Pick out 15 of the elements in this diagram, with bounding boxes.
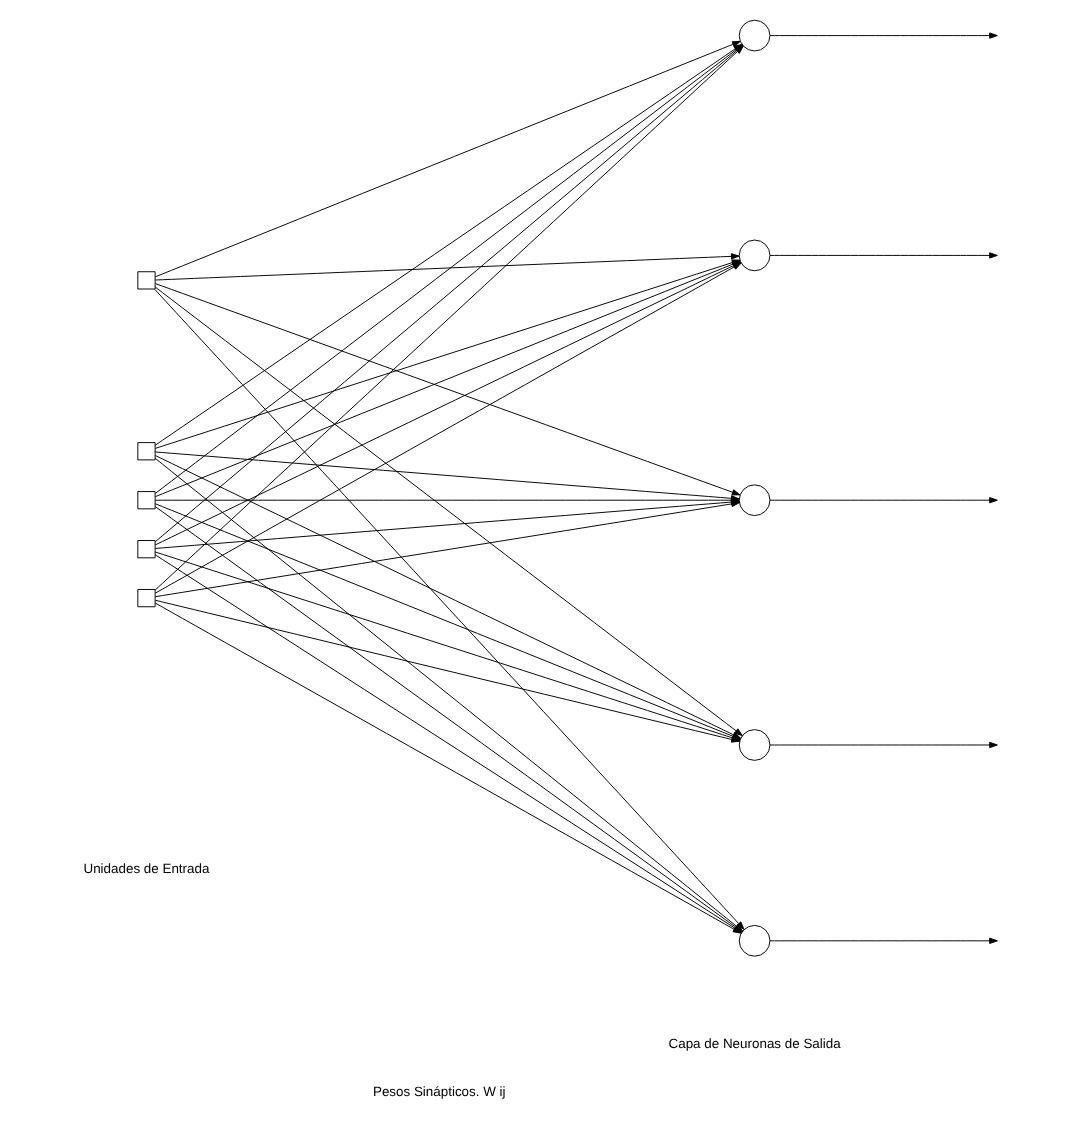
node-circle bbox=[738, 484, 771, 517]
node-box bbox=[137, 271, 156, 290]
arrow bbox=[769, 32, 998, 39]
node-box bbox=[137, 442, 156, 461]
node-box bbox=[137, 589, 156, 608]
node-box bbox=[137, 540, 156, 559]
node-circle bbox=[738, 729, 771, 761]
node-box bbox=[137, 491, 156, 510]
arrow bbox=[769, 741, 998, 749]
arrow bbox=[769, 252, 998, 259]
node-circle bbox=[738, 19, 771, 52]
node-circle bbox=[738, 239, 771, 272]
node-circle bbox=[738, 925, 771, 957]
arrow bbox=[769, 497, 998, 504]
arrow bbox=[769, 937, 998, 944]
